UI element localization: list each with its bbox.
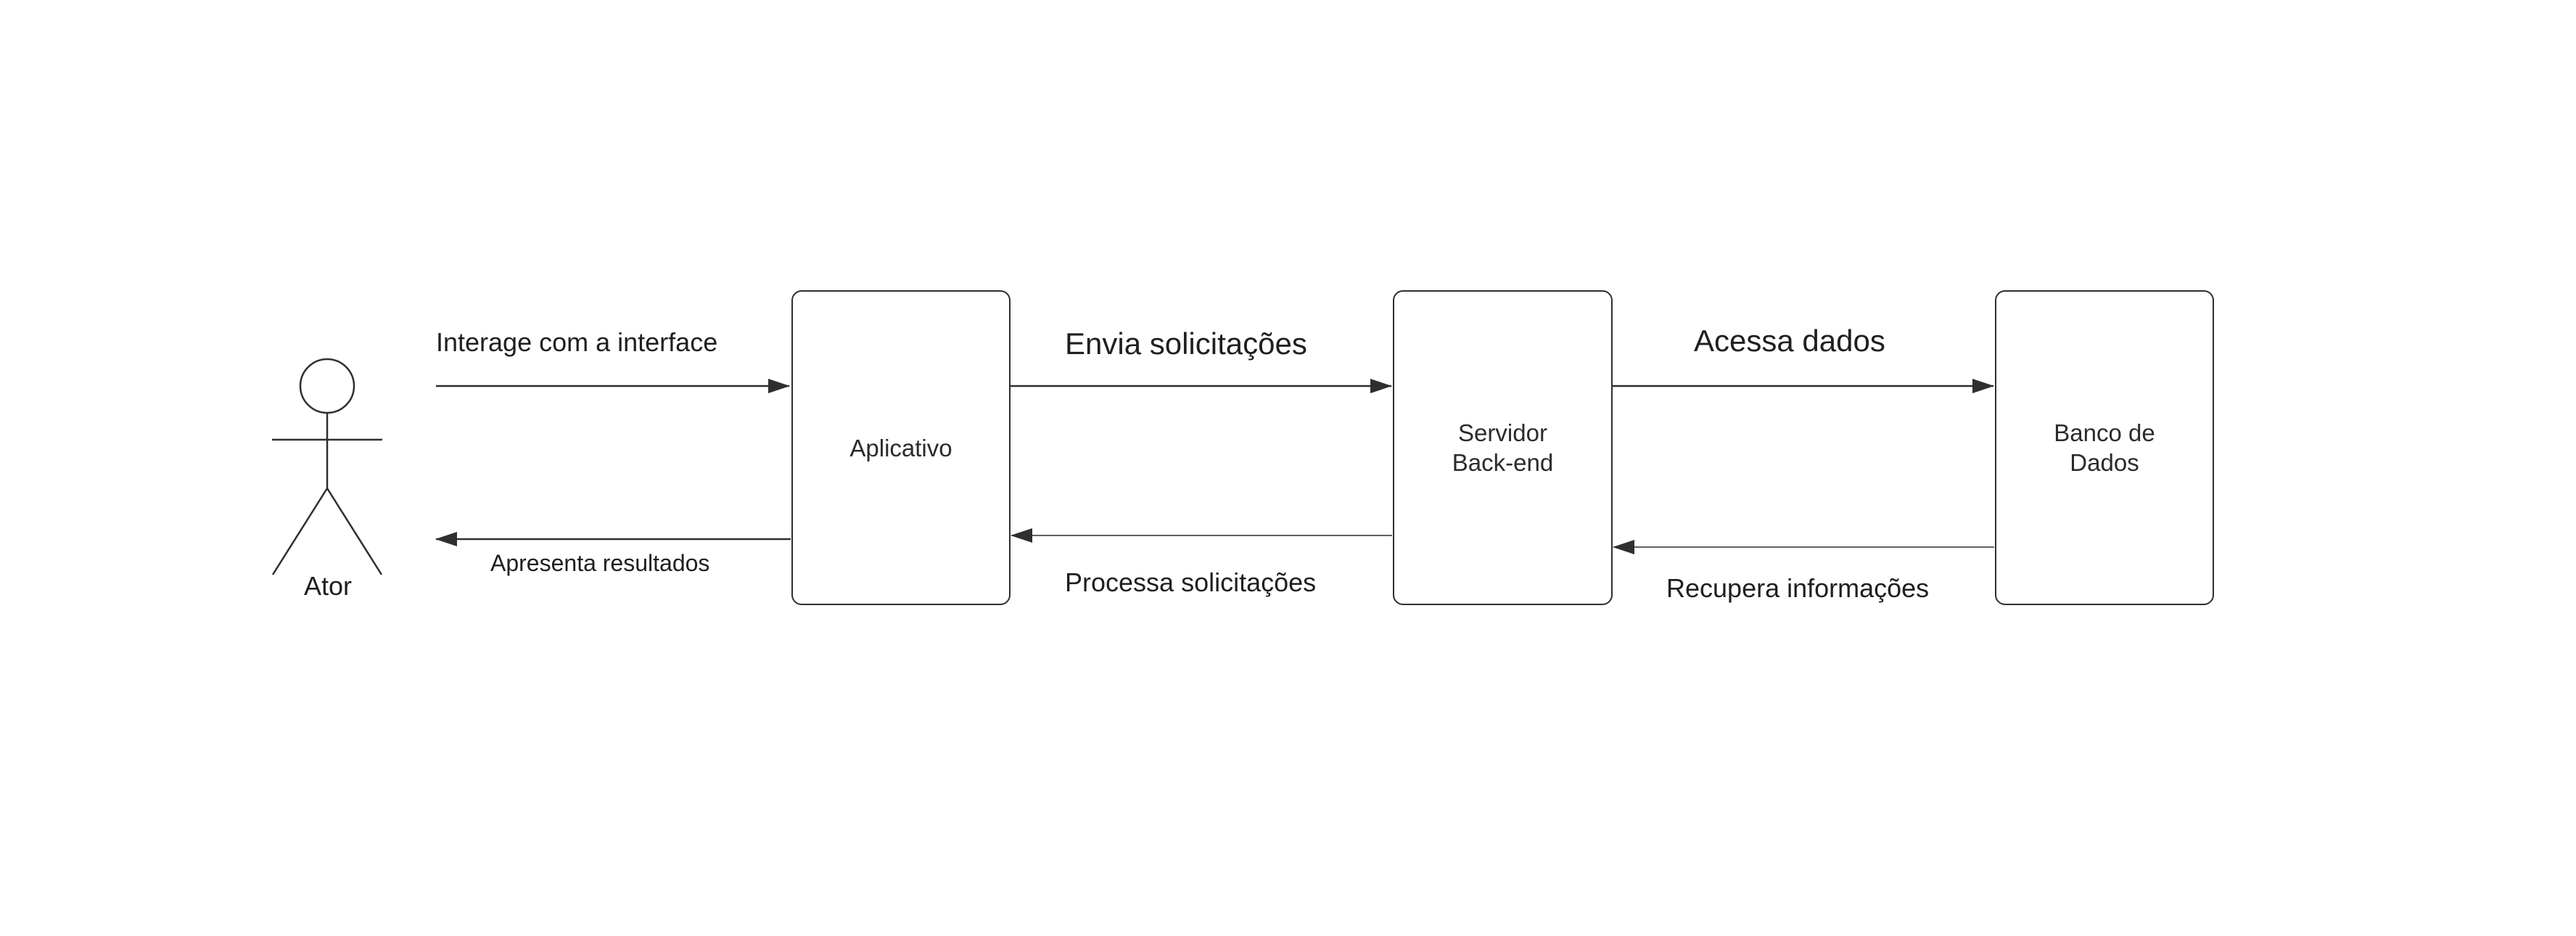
flow-label-actor-to-app: Interage com a interface (436, 327, 718, 357)
actor-label: Ator (304, 571, 353, 601)
actor-head (299, 358, 355, 414)
flow-label-server-to-db: Acessa dados (1694, 324, 1885, 358)
flow-label-db-to-server: Recupera informações (1666, 573, 1930, 603)
server-box: Servidor Back-end (1393, 290, 1613, 605)
server-label: Servidor Back-end (1452, 419, 1554, 476)
flow-label-server-to-app: Processa solicitações (1065, 567, 1317, 597)
flow-label-app-to-actor: Apresenta resultados (490, 550, 710, 576)
app-label: Aplicativo (849, 434, 952, 461)
actor-left-leg (271, 488, 329, 575)
app-box: Aplicativo (791, 290, 1011, 605)
database-box: Banco de Dados (1995, 290, 2214, 605)
actor-right-leg (326, 488, 383, 575)
flow-label-app-to-server: Envia solicitações (1065, 327, 1307, 361)
actor-figure-icon (271, 358, 383, 575)
database-label: Banco de Dados (2054, 419, 2155, 476)
